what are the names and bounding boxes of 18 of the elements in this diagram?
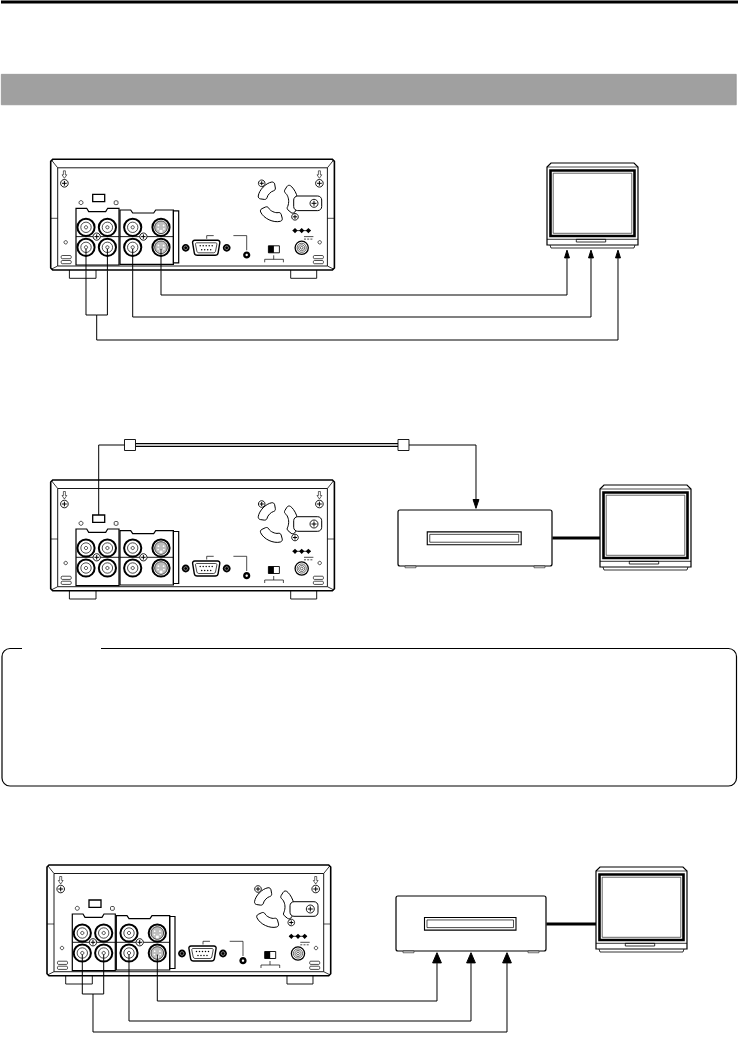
- cable-arrow: [156, 952, 442, 1002]
- cable-line: [546, 922, 596, 926]
- rear-panel-picture: [49, 479, 336, 600]
- cable-arrow: [85, 249, 621, 341]
- cable-arrow: [128, 952, 476, 1022]
- cable-arrow: [160, 249, 570, 296]
- heading-band: [1, 74, 737, 106]
- cable-arrow: [81, 952, 512, 1033]
- rear-panel-picture: [46, 864, 332, 985]
- cable-arrow: [132, 249, 594, 318]
- monitor-picture: [546, 162, 639, 249]
- cable-line: [552, 536, 600, 540]
- video-deck-picture: [397, 509, 553, 569]
- monitor-picture: [595, 866, 688, 953]
- cable-arrow: [98, 444, 480, 509]
- video-deck-picture: [395, 895, 547, 954]
- monitor-picture: [599, 484, 692, 571]
- rear-panel-picture: [49, 158, 336, 279]
